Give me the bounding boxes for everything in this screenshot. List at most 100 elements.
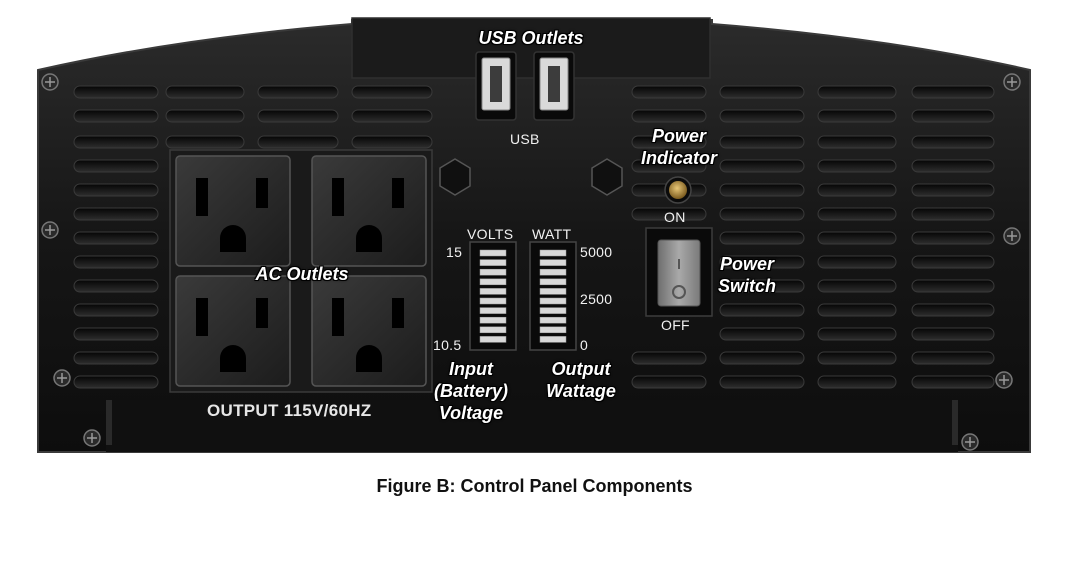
- volts-label: VOLTS: [467, 226, 514, 242]
- vent-slot: [719, 183, 805, 197]
- volts-meter: [469, 241, 517, 351]
- usb-port-left[interactable]: [475, 51, 517, 121]
- vent-slot: [911, 159, 995, 173]
- vent-slot: [817, 303, 897, 317]
- input-line1: Input: [449, 359, 493, 379]
- vent-slot: [73, 159, 159, 173]
- volts-led-bar: [479, 249, 507, 343]
- vent-slot: [911, 231, 995, 245]
- vent-slot: [165, 109, 245, 123]
- vent-slot: [73, 327, 159, 341]
- vent-slot: [911, 183, 995, 197]
- vent-slot: [719, 159, 805, 173]
- vent-slot: [73, 109, 159, 123]
- led-segment: [539, 268, 567, 276]
- vent-slot: [73, 207, 159, 221]
- ac-outlets-callout: AC Outlets: [255, 264, 349, 284]
- led-segment: [479, 307, 507, 314]
- led-segment: [539, 288, 567, 295]
- power-switch-line1: Power: [719, 254, 775, 274]
- input-voltage-callout: Input (Battery) Voltage: [421, 358, 521, 424]
- volts-min-label: 10.5: [433, 337, 462, 353]
- ac-outlets: [169, 149, 433, 393]
- screw-icon: [41, 73, 59, 91]
- led-segment: [479, 268, 507, 276]
- mounting-screws: [41, 73, 1021, 451]
- ac-outlet[interactable]: [175, 275, 291, 387]
- power-indicator-line2: Indicator: [640, 148, 717, 168]
- input-line3: Voltage: [438, 403, 504, 423]
- led-segment: [539, 307, 567, 314]
- vent-slot: [73, 375, 159, 389]
- power-switch[interactable]: [645, 227, 713, 317]
- power-switch-line2: Switch: [717, 276, 776, 296]
- watt-led-bar: [539, 249, 567, 343]
- vent-slot: [351, 85, 433, 99]
- led-segment: [479, 288, 507, 295]
- vent-slot: [911, 327, 995, 341]
- vent-slot: [631, 351, 707, 365]
- vent-slot: [719, 303, 805, 317]
- watt-max-label: 5000: [580, 244, 613, 260]
- ac-outlet[interactable]: [175, 155, 291, 267]
- led-segment: [539, 297, 567, 305]
- vent-slot: [719, 255, 805, 269]
- vent-slot: [257, 109, 339, 123]
- vent-slot: [911, 255, 995, 269]
- vent-slot: [73, 279, 159, 293]
- led-segment: [539, 249, 567, 257]
- off-label: OFF: [661, 317, 690, 333]
- figure-caption: Figure B: Control Panel Components: [376, 476, 693, 496]
- vent-slot: [73, 351, 159, 365]
- usb-port-right[interactable]: [533, 51, 575, 121]
- vent-slot: [911, 207, 995, 221]
- power-indicator-line1: Power: [651, 126, 707, 146]
- vent-slot: [817, 351, 897, 365]
- led-segment: [479, 278, 507, 286]
- screw-icon: [41, 221, 59, 239]
- power-indicator-led: [664, 176, 692, 204]
- vent-slot: [257, 85, 339, 99]
- led-segment: [479, 316, 507, 324]
- ventilation-slots: [73, 85, 995, 389]
- led-segment: [479, 326, 507, 334]
- vent-slot: [165, 85, 245, 99]
- vent-slot: [719, 231, 805, 245]
- vent-slot: [719, 327, 805, 341]
- watt-min-label: 0: [580, 337, 589, 353]
- vent-slot: [73, 135, 159, 149]
- led-segment: [479, 336, 507, 343]
- vent-slot: [73, 231, 159, 245]
- vent-slot: [817, 375, 897, 389]
- vent-slot: [911, 303, 995, 317]
- usb-outlets-callout: USB Outlets: [478, 28, 584, 48]
- watt-meter: [529, 241, 577, 351]
- led-segment: [539, 336, 567, 343]
- led-segment: [539, 259, 567, 266]
- vent-slot: [73, 85, 159, 99]
- vent-slot: [719, 109, 805, 123]
- vent-slot: [631, 85, 707, 99]
- screw-icon: [53, 369, 71, 387]
- vent-slot: [719, 207, 805, 221]
- output-rating-label: OUTPUT 115V/60HZ: [207, 401, 372, 420]
- vent-slot: [817, 207, 897, 221]
- vent-slot: [817, 183, 897, 197]
- vent-slot: [911, 375, 995, 389]
- vent-slot: [911, 85, 995, 99]
- usb-outlets: [475, 51, 575, 121]
- ac-outlet[interactable]: [311, 155, 427, 267]
- screw-icon: [961, 433, 979, 451]
- ac-outlet[interactable]: [311, 275, 427, 387]
- vent-slot: [911, 279, 995, 293]
- vent-slot: [631, 109, 707, 123]
- vent-slot: [817, 255, 897, 269]
- vent-slot: [817, 109, 897, 123]
- vent-slot: [631, 207, 707, 221]
- power-indicator-callout: Power Indicator: [626, 125, 732, 169]
- output-wattage-callout: Output Wattage: [533, 358, 629, 402]
- vent-slot: [817, 85, 897, 99]
- usb-panel-label: USB: [510, 131, 540, 147]
- power-switch-callout: Power Switch: [706, 253, 788, 297]
